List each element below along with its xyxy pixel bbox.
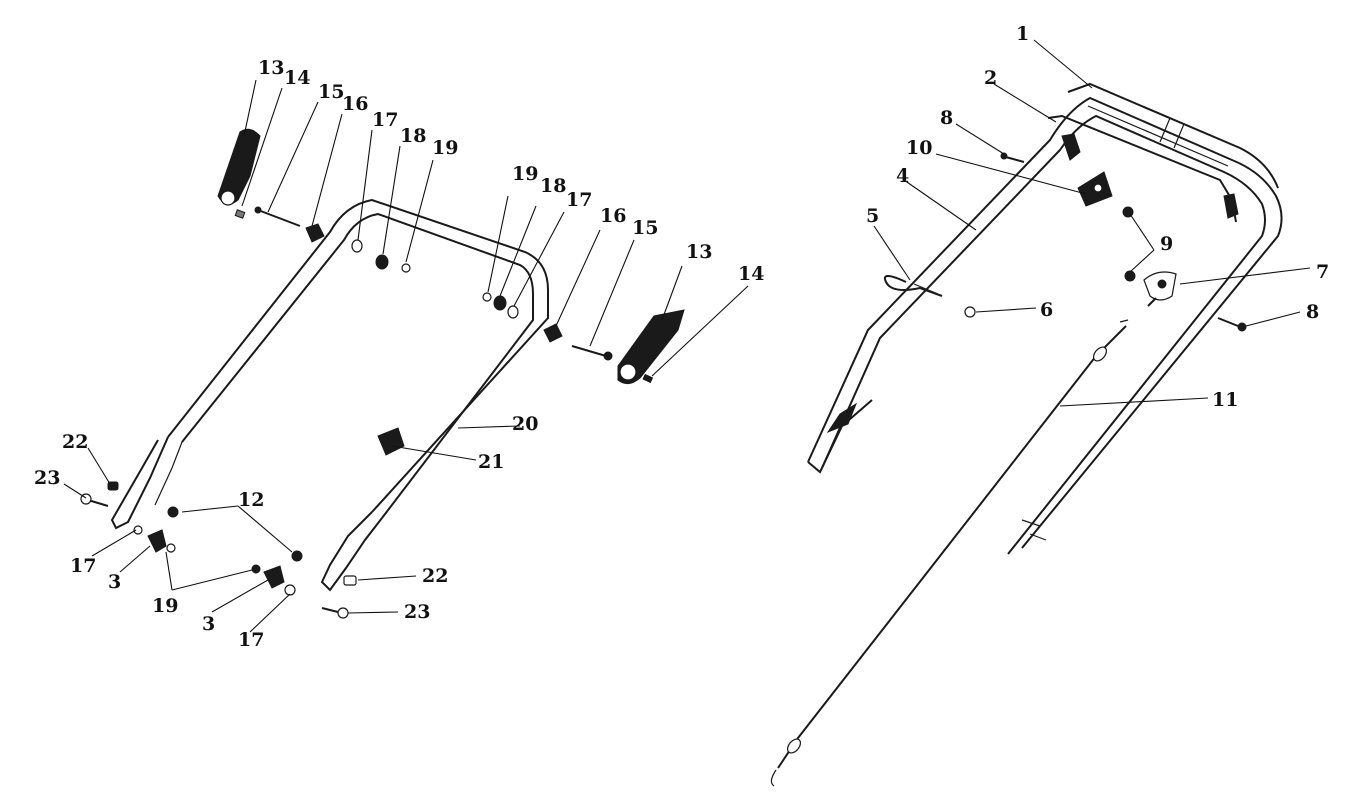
leader-lines-right [873,39,1311,407]
part-label-19: 19 [152,595,178,617]
part-label-17: 17 [372,109,398,131]
lower-right-fasteners [251,550,357,619]
cable-clip-part [377,427,405,456]
part-label-5: 5 [866,205,879,227]
part-label-3: 3 [202,613,215,635]
leader-lines-left [63,79,749,633]
part-label-15: 15 [318,81,344,103]
lower-left-fasteners [80,481,179,553]
part-label-13: 13 [258,57,284,79]
part-label-6: 6 [1040,299,1053,321]
part-label-17: 17 [70,555,96,577]
part-label-22: 22 [62,431,88,453]
part-label-18: 18 [400,125,426,147]
part-label-10: 10 [906,137,932,159]
part-label-2: 2 [984,67,997,89]
part-label-22: 22 [422,565,448,587]
part-label-16: 16 [342,93,368,115]
part-label-16: 16 [600,205,626,227]
upper-handle-assembly [770,39,1311,787]
part-label-14: 14 [284,67,310,89]
part-label-21: 21 [478,451,504,473]
part-label-7: 7 [1316,261,1329,283]
part-label-3: 3 [108,571,121,593]
part-label-19: 19 [432,137,458,159]
bail-lever-part [1047,114,1239,223]
control-cable [770,319,1129,787]
part-label-23: 23 [404,601,430,623]
part-label-12: 12 [238,489,264,511]
part-label-8: 8 [1306,301,1319,323]
part-label-11: 11 [1212,389,1238,411]
part-label-14: 14 [738,263,764,285]
cable-bracket-part [1000,152,1134,218]
part-label-17: 17 [566,189,592,211]
part-label-15: 15 [632,217,658,239]
part-label-9: 9 [1160,233,1173,255]
part-label-19: 19 [512,163,538,185]
right-knob-group [482,292,685,384]
part-number-labels: 13 14 15 16 17 18 19 19 18 17 16 15 13 1… [34,23,1329,651]
lower-handle-assembly [63,79,749,633]
part-label-18: 18 [540,175,566,197]
cable-guide-part [1124,270,1247,332]
lower-handle-tube [110,198,549,592]
part-label-4: 4 [896,165,909,187]
part-label-1: 1 [1016,23,1029,45]
rope-guide-part [884,275,976,318]
part-label-23: 23 [34,467,60,489]
left-knob-group [217,128,411,273]
part-label-8: 8 [940,107,953,129]
part-label-13: 13 [686,241,712,263]
part-label-17: 17 [238,629,264,651]
part-label-20: 20 [512,413,538,435]
